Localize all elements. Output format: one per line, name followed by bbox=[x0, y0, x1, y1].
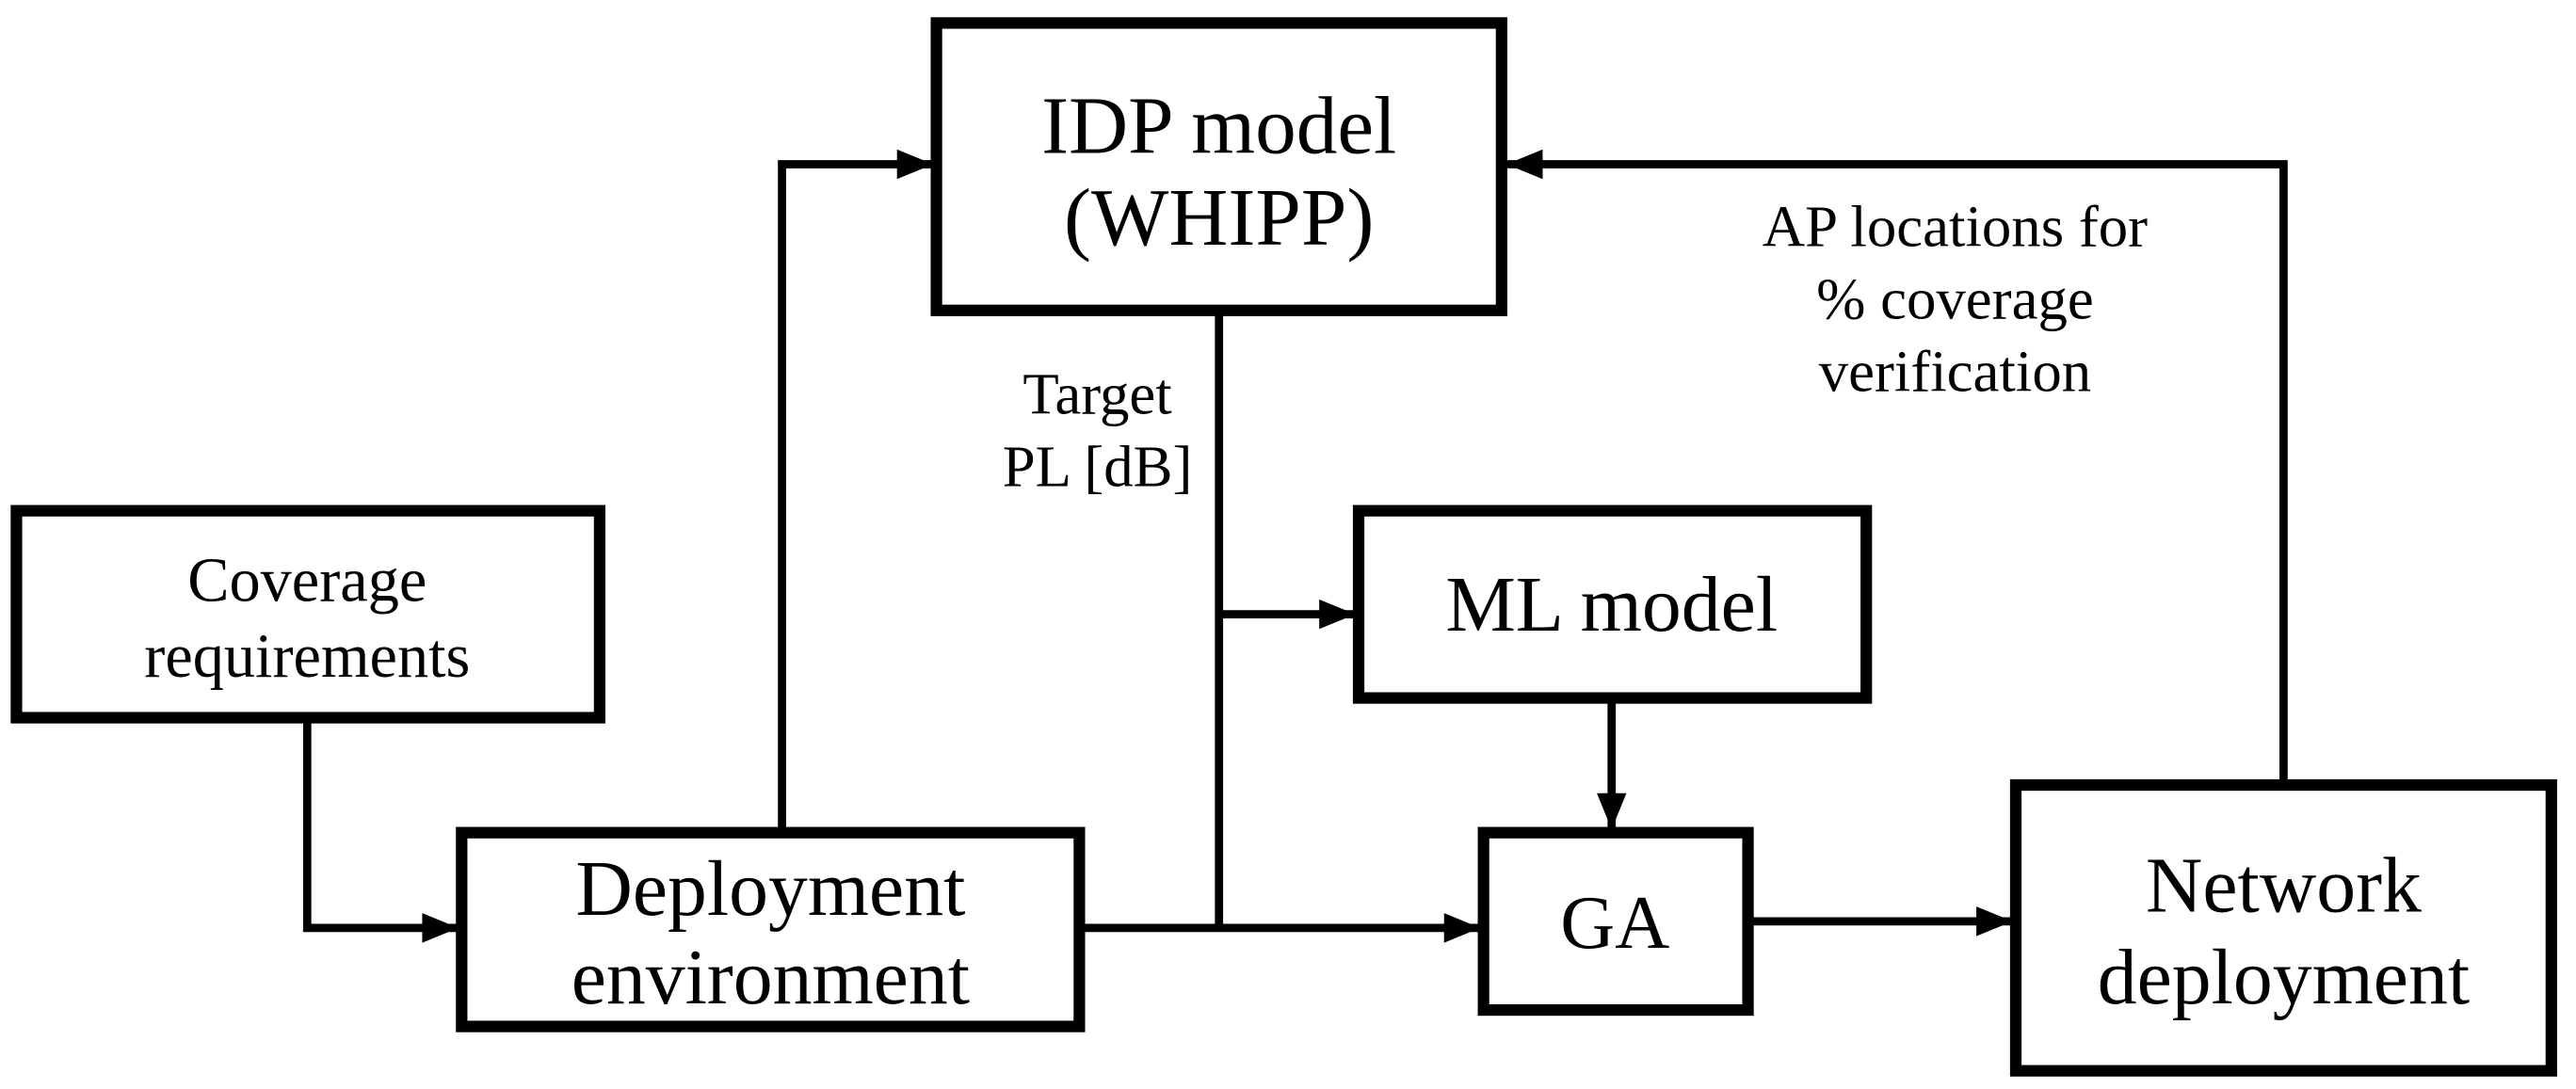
node-box-network-deployment bbox=[2009, 778, 2557, 1077]
node-label-coverage-requirements-line2: requirements bbox=[144, 622, 470, 691]
node-label-ga: GA bbox=[1560, 881, 1669, 965]
node-box-deployment-environment bbox=[456, 826, 1086, 1033]
node-box-coverage-requirements bbox=[10, 504, 605, 724]
node-box-idp-model bbox=[930, 17, 1507, 316]
edge-label-ap-locations-line3: verification bbox=[1819, 338, 2091, 404]
edge-label-target-pl-line1: Target bbox=[1022, 361, 1172, 427]
edge-label-target-pl-line2: PL [dB] bbox=[1003, 433, 1193, 499]
edge-label-ap-locations-line2: % coverage bbox=[1816, 266, 2094, 332]
node-label-idp-model-line2: (WHIPP) bbox=[1064, 171, 1375, 263]
node-label-idp-model-line1: IDP model bbox=[1041, 79, 1396, 170]
node-label-coverage-requirements-line1: Coverage bbox=[187, 547, 427, 616]
node-box-ga bbox=[1477, 826, 1754, 1017]
node-label-network-deployment-line1: Network bbox=[2146, 841, 2422, 929]
edge-label-ap-locations-line1: AP locations for bbox=[1763, 194, 2148, 260]
node-box-ml-model bbox=[1352, 504, 1873, 704]
edge-deployment-to-idp bbox=[778, 149, 934, 838]
edge-coverage-to-deployment bbox=[302, 713, 459, 943]
node-label-deployment-environment-line1: Deployment bbox=[575, 845, 965, 933]
node-label-ml-model: ML model bbox=[1445, 561, 1778, 649]
node-label-network-deployment-line2: deployment bbox=[2098, 934, 2470, 1021]
edge-network-to-idp bbox=[1506, 149, 2288, 791]
node-label-deployment-environment-line2: environment bbox=[572, 934, 970, 1021]
